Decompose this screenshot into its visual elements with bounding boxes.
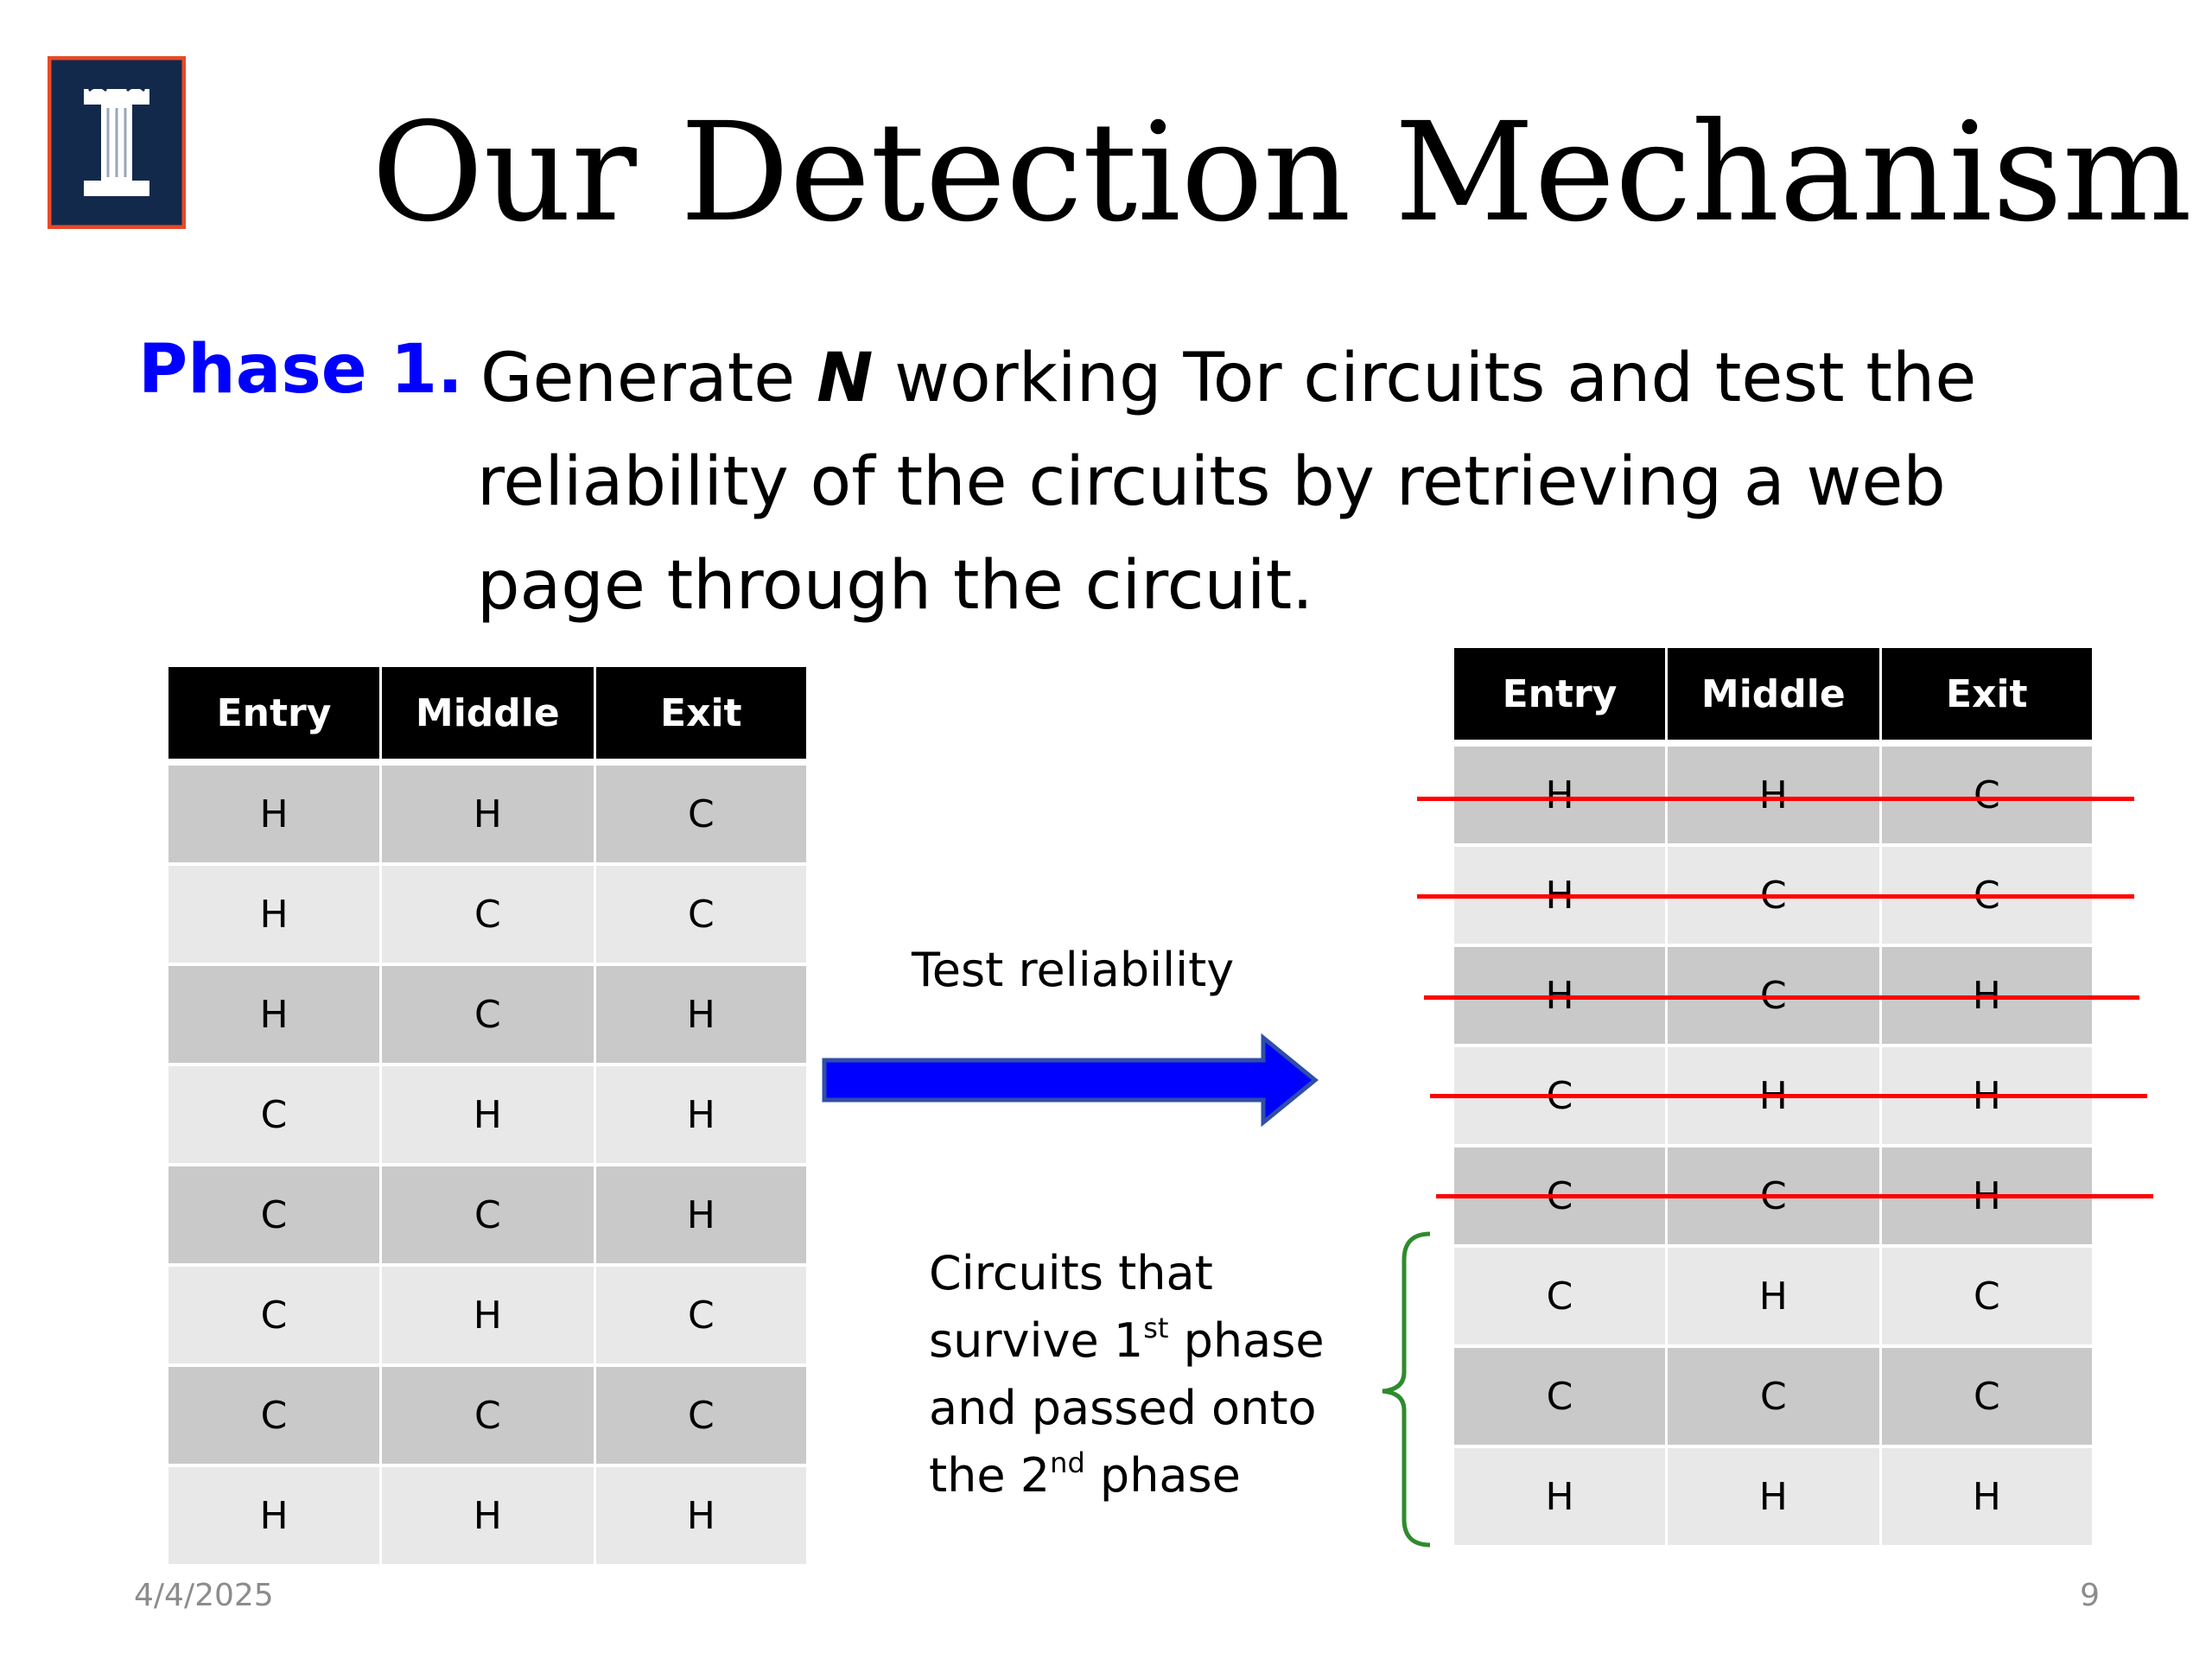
table-cell: C	[1454, 1248, 1666, 1348]
phase-line-2: reliability of the circuits by retrievin…	[477, 443, 1946, 521]
table-cell: C	[168, 1267, 380, 1367]
table-cell: C	[1881, 1248, 2092, 1348]
illinois-block-i-logo	[47, 55, 187, 230]
university-logo	[47, 55, 187, 230]
note-line-4-post: phase	[1084, 1448, 1241, 1503]
column-header: Exit	[595, 667, 806, 766]
note-line-2: survive 1st phase	[929, 1307, 1344, 1375]
note-line-2-post: phase	[1168, 1313, 1325, 1368]
table-cell: C	[595, 866, 806, 966]
right-arrow-icon	[821, 1033, 1322, 1131]
note-superscript-st: st	[1143, 1312, 1169, 1344]
strike-line	[1424, 995, 2139, 1000]
table-cell: C	[382, 866, 594, 966]
left-curly-brace-icon	[1348, 1225, 1443, 1557]
table-cell: H	[382, 1467, 594, 1567]
note-line-1: Circuits that	[929, 1246, 1213, 1300]
table-cell: H	[1668, 1248, 1879, 1348]
phase-line-1: Generate N working Tor circuits and test…	[480, 327, 2084, 430]
column-header: Entry	[168, 667, 380, 766]
note-line-4: the 2nd phase	[929, 1442, 1344, 1510]
table-cell: C	[168, 1166, 380, 1267]
column-header: Exit	[1881, 648, 2092, 747]
phase-description: Generate N working Tor circuits and test…	[477, 327, 2084, 638]
strike-line	[1417, 894, 2134, 899]
strike-line	[1417, 797, 2134, 801]
table-cell: C	[595, 1367, 806, 1467]
page-number: 9	[2080, 1578, 2100, 1613]
table-cell: C	[382, 966, 594, 1066]
table-cell: H	[595, 1066, 806, 1166]
table-cell: C	[168, 1066, 380, 1166]
survivors-note: Circuits that survive 1st phase and pass…	[929, 1240, 1344, 1510]
table-cell: H	[595, 1467, 806, 1567]
table-cell: H	[595, 966, 806, 1066]
slide-title: Our Detection Mechanism	[372, 93, 2192, 252]
table-cell: C	[382, 1166, 594, 1267]
table-cell: H	[1454, 1448, 1666, 1548]
phase-label: Phase 1.	[138, 331, 463, 409]
test-reliability-label: Test reliability	[912, 943, 1235, 997]
column-header: Middle	[1668, 648, 1879, 747]
n-variable: N	[817, 340, 874, 417]
footer-date: 4/4/2025	[134, 1578, 274, 1613]
table-cell: C	[1668, 1348, 1879, 1448]
phase-line-1-pre: Generate	[480, 340, 817, 417]
table-cell: H	[382, 1267, 594, 1367]
table-cell: C	[382, 1367, 594, 1467]
table-cell: H	[595, 1166, 806, 1267]
note-superscript-nd: nd	[1050, 1446, 1085, 1479]
strike-line	[1430, 1094, 2147, 1098]
column-header: Entry	[1454, 648, 1666, 747]
table-cell: C	[1454, 1348, 1666, 1448]
phase-line-1-post: working Tor circuits and test the	[873, 340, 1977, 417]
table-cell: H	[168, 766, 380, 866]
strike-line	[1436, 1194, 2153, 1198]
phase-line-3: page through the circuit.	[477, 547, 1313, 625]
table-cell: H	[168, 966, 380, 1066]
note-line-3: and passed onto	[929, 1381, 1317, 1435]
table-cell: H	[168, 866, 380, 966]
table-cell: H	[1881, 1448, 2092, 1548]
table-cell: H	[168, 1467, 380, 1567]
table-cell: C	[595, 1267, 806, 1367]
table-cell: C	[595, 766, 806, 866]
note-line-4-pre: the 2	[929, 1448, 1051, 1503]
table-cell: H	[1668, 1448, 1879, 1548]
table-cell: H	[382, 766, 594, 866]
note-line-2-pre: survive 1	[929, 1313, 1144, 1368]
column-header: Middle	[382, 667, 594, 766]
table-cell: C	[168, 1367, 380, 1467]
table-cell: C	[1881, 1348, 2092, 1448]
table-cell: H	[382, 1066, 594, 1166]
